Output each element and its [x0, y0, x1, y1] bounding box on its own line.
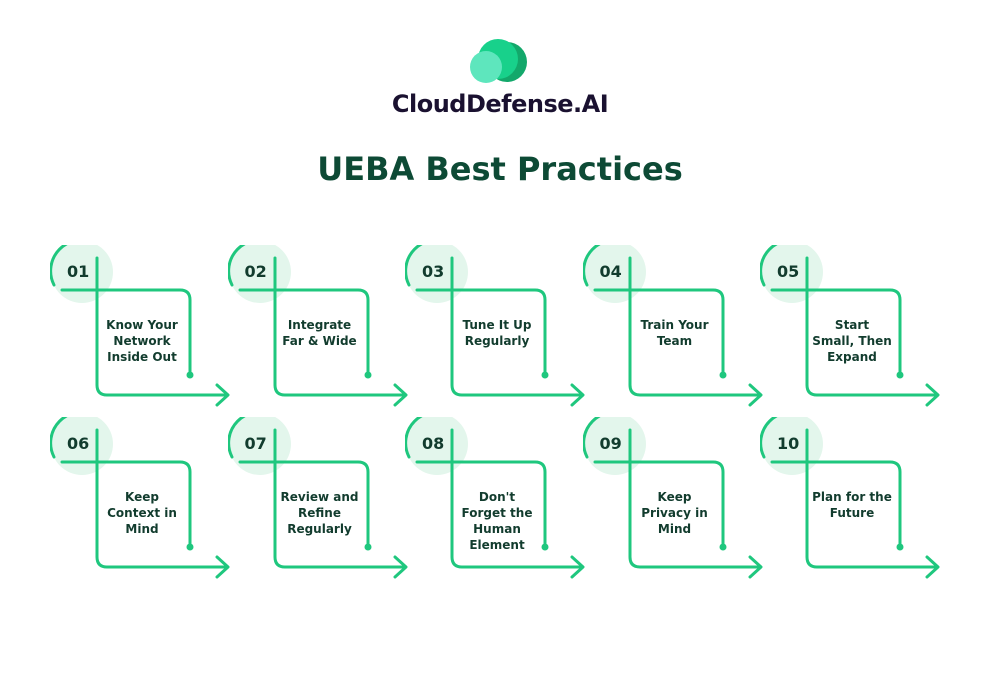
step-card: 05 Start Small, Then Expand [760, 245, 950, 410]
step-card: 04 Train Your Team [582, 245, 773, 410]
step-connector-graphic [227, 417, 407, 579]
step-label: Keep Context in Mind [107, 490, 177, 536]
step-number: 10 [777, 434, 800, 453]
step-card: 10 Plan for the Future [760, 417, 950, 582]
step-label: Don't Forget the Human Element [461, 490, 533, 552]
step-number: 07 [244, 434, 267, 453]
step-number: 02 [244, 262, 267, 281]
step-label: Review and Refine Regularly [280, 490, 359, 536]
step-connector-graphic [582, 245, 762, 407]
step-label: Train Your Team [640, 318, 709, 348]
step-label: Start Small, Then Expand [812, 318, 892, 364]
cloud-icon [470, 39, 527, 83]
step-number: 08 [422, 434, 445, 453]
step-connector-graphic [405, 417, 585, 579]
step-number: 06 [67, 434, 90, 453]
step-number: 04 [599, 262, 622, 281]
page-title: UEBA Best Practices [317, 150, 683, 188]
logo [0, 38, 1000, 92]
step-connector-graphic [227, 245, 407, 407]
step-connector-graphic [405, 245, 585, 407]
step-label: Know Your Network Inside Out [106, 318, 178, 364]
step-number: 03 [422, 262, 445, 281]
step-connector-graphic [760, 245, 940, 407]
step-label: Keep Privacy in Mind [641, 490, 708, 536]
step-label: Integrate Far & Wide [282, 318, 357, 348]
step-card: 09 Keep Privacy in Mind [582, 417, 773, 582]
step-label: Plan for the Future [812, 490, 892, 520]
step-number: 01 [67, 262, 90, 281]
step-card: 01 Know Your Network Inside Out [50, 245, 240, 410]
step-card: 03 Tune It Up Regularly [405, 245, 595, 410]
step-connector-graphic [50, 417, 230, 579]
step-number: 05 [777, 262, 800, 281]
step-label: Tune It Up Regularly [462, 318, 532, 348]
step-card: 08 Don't Forget the Human Element [405, 417, 595, 582]
step-connector-graphic [582, 417, 762, 579]
step-card: 07 Review and Refine Regularly [227, 417, 418, 582]
step-card: 06 Keep Context in Mind [50, 417, 240, 582]
brand-name: CloudDefense.AI [391, 90, 609, 118]
step-connector-graphic [760, 417, 940, 579]
step-connector-graphic [50, 245, 230, 407]
step-card: 02 Integrate Far & Wide [227, 245, 418, 410]
step-number: 09 [599, 434, 622, 453]
